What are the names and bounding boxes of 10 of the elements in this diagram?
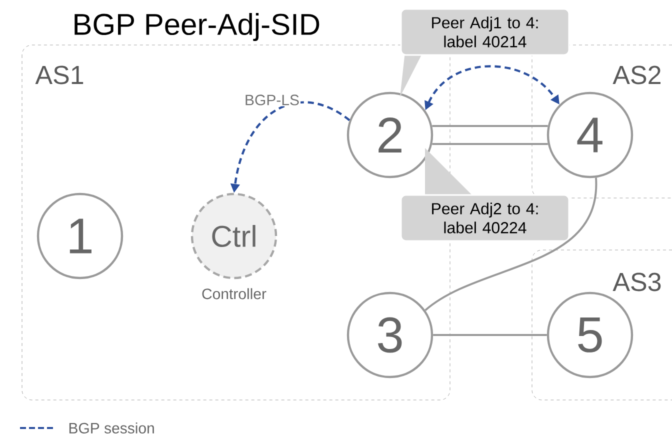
link-line — [433, 334, 547, 336]
link-line — [432, 142, 548, 145]
callout-box: Peer Adj2 to 4: label 40224 — [400, 148, 570, 242]
title: BGP Peer-Adj-SID — [74, 13, 320, 41]
node-label: Controller — [202, 288, 266, 300]
callout-box: Peer Adj1 to 4: label 40214 — [400, 8, 570, 97]
link-line — [432, 125, 548, 128]
link-line — [424, 178, 597, 312]
legend-text: BGP session — [69, 422, 154, 434]
edge-label: BGP-LS — [244, 94, 301, 106]
